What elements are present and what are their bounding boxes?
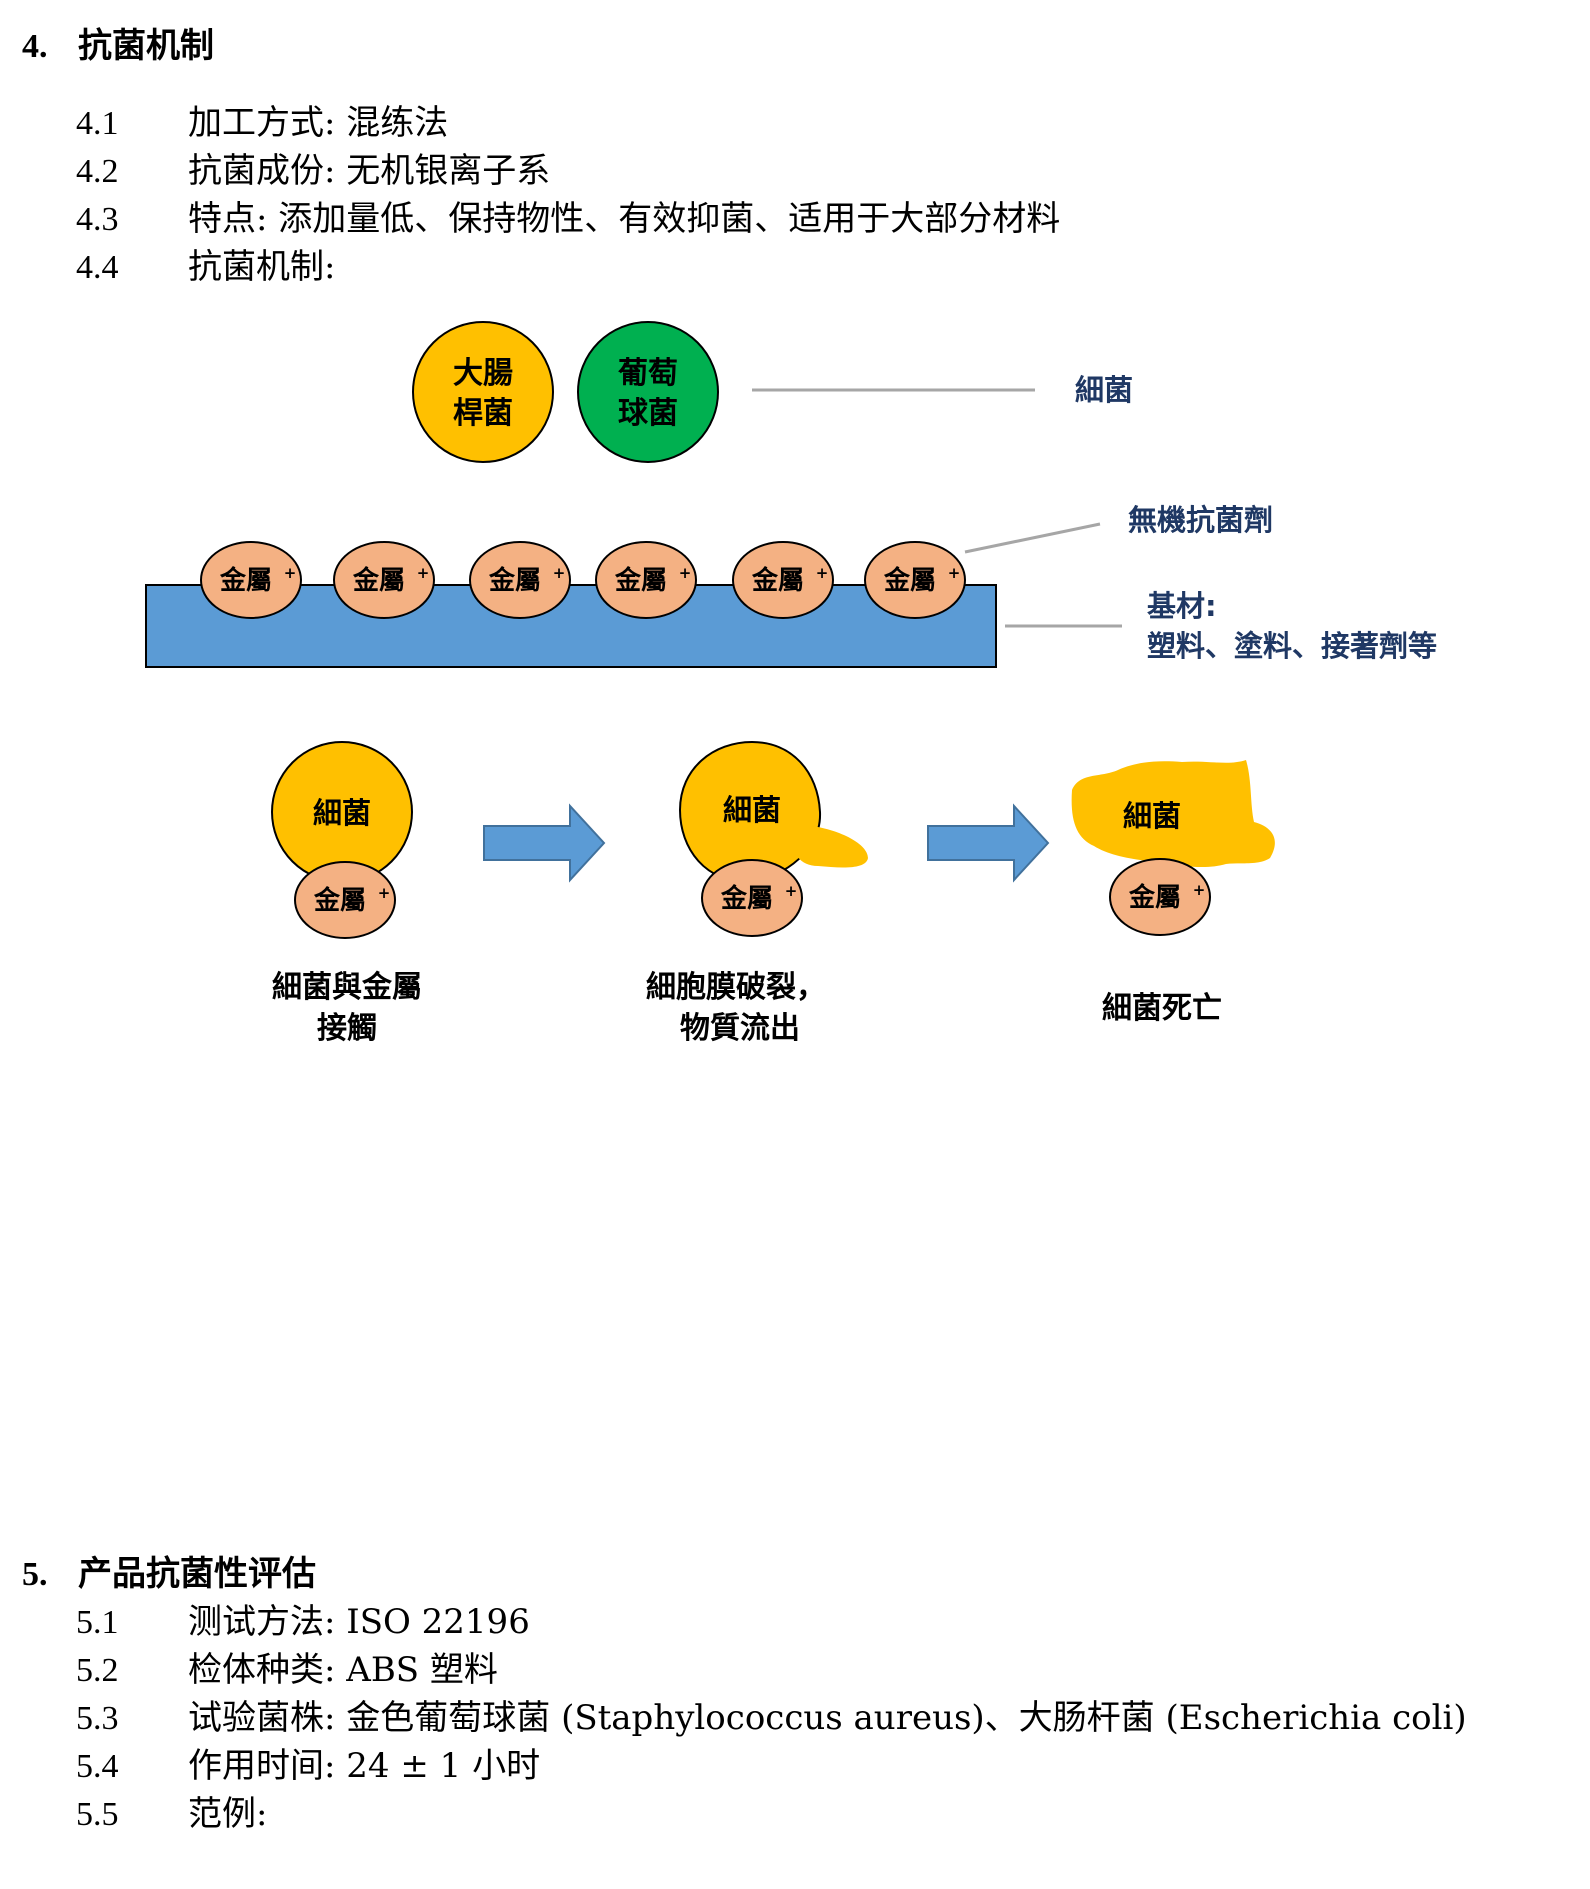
metal-label: 金屬 (720, 883, 773, 914)
item-text: 检体种类: ABS 塑料 (188, 1650, 498, 1690)
arrow-right-icon (927, 803, 1050, 883)
item-text: 范例: (188, 1794, 268, 1834)
agent-callout: 無機抗菌劑 (1128, 503, 1273, 537)
list-item: 4.3 特点: 添加量低、保持物性、有效抑菌、适用于大部分材料 (76, 191, 1060, 240)
item-text: 加工方式: 混练法 (188, 103, 449, 143)
item-number: 4.2 (76, 153, 119, 190)
section-title: 抗菌机制 (78, 26, 214, 66)
item-number: 4.3 (76, 201, 119, 238)
svg-text:金屬: 金屬 (883, 565, 936, 596)
metal-particle: 金屬 + (333, 541, 435, 619)
list-item: 5.3 试验菌株: 金色葡萄球菌 (Staphylococcus aureus)、… (76, 1690, 1467, 1739)
bacteria-callout: 細菌 (1075, 373, 1133, 407)
plus-sign: + (785, 882, 798, 900)
svg-text:金屬: 金屬 (352, 565, 405, 596)
ecoli-circle (412, 321, 554, 463)
metal-particle: 金屬 + (732, 541, 834, 619)
step2-caption-1: 細胞膜破裂， (646, 970, 826, 1005)
metal-particle: 金屬 + (200, 541, 302, 619)
svg-text:+: + (679, 564, 692, 582)
bacterium-label: 細菌 (1123, 799, 1181, 833)
staph-circle (577, 321, 719, 463)
section-number: 4. (22, 28, 48, 65)
item-text: 抗菌机制: (188, 247, 336, 287)
arrow-right-icon (483, 803, 606, 883)
metal-particle: 金屬 + (864, 541, 966, 619)
svg-text:+: + (553, 564, 566, 582)
staph-label-2: 球菌 (618, 396, 678, 431)
item-text: 特点: 添加量低、保持物性、有效抑菌、适用于大部分材料 (188, 199, 1061, 239)
substrate-callout-1: 基材: (1147, 589, 1217, 623)
step2-caption-2: 物質流出 (680, 1011, 800, 1046)
svg-text:+: + (417, 564, 430, 582)
section-number: 5. (22, 1556, 48, 1593)
list-item: 4.2 抗菌成份: 无机银离子系 (76, 143, 550, 192)
ecoli-label-1: 大腸 (453, 356, 513, 391)
item-text: 抗菌成份: 无机银离子系 (188, 151, 551, 191)
item-number: 4.4 (76, 249, 119, 286)
svg-text:金屬: 金屬 (219, 565, 272, 596)
list-item: 5.2 检体种类: ABS 塑料 (76, 1642, 498, 1691)
section-title: 产品抗菌性评估 (78, 1554, 316, 1594)
item-number: 5.4 (76, 1748, 119, 1785)
metal-step3 (1109, 858, 1211, 936)
staph-label-1: 葡萄 (618, 356, 678, 391)
item-text: 作用时间: 24 ± 1 小时 (188, 1746, 541, 1786)
plus-sign: + (1193, 881, 1206, 899)
item-text: 测试方法: ISO 22196 (188, 1602, 530, 1642)
svg-text:+: + (816, 564, 829, 582)
step1-caption-1: 細菌與金屬 (272, 970, 422, 1005)
step3-caption: 細菌死亡 (1102, 991, 1222, 1026)
step1-caption-2: 接觸 (317, 1011, 377, 1046)
item-number: 5.3 (76, 1700, 119, 1737)
metal-step1 (294, 861, 396, 939)
svg-text:+: + (284, 564, 297, 582)
list-item: 4.4 抗菌机制: (76, 239, 335, 288)
ecoli-label-2: 桿菌 (453, 396, 513, 431)
item-number: 5.2 (76, 1652, 119, 1689)
metal-step2 (701, 859, 803, 937)
svg-text:+: + (948, 564, 961, 582)
item-text: 试验菌株: 金色葡萄球菌 (Staphylococcus aureus)、大肠杆… (188, 1698, 1467, 1738)
bacterium-label: 細菌 (313, 796, 371, 830)
item-number: 5.1 (76, 1604, 119, 1641)
metal-particle: 金屬 + (469, 541, 571, 619)
section-5-heading: 5. 产品抗菌性评估 (22, 1546, 316, 1595)
metal-label: 金屬 (1128, 882, 1181, 913)
plus-sign: + (378, 884, 391, 902)
metal-particle: 金屬 + (595, 541, 697, 619)
list-item: 5.4 作用时间: 24 ± 1 小时 (76, 1738, 540, 1787)
item-number: 5.5 (76, 1796, 119, 1833)
list-item: 5.5 范例: (76, 1786, 267, 1835)
antibacterial-mechanism-diagram: 大腸 桿菌 葡萄 球菌 細菌 金屬 + 金屬 + 金屬 + 金屬 + 金屬 + … (145, 321, 1437, 1046)
section-4-heading: 4. 抗菌机制 (22, 18, 214, 67)
dead-bacterium (1071, 760, 1275, 868)
metal-label: 金屬 (313, 885, 366, 916)
svg-text:金屬: 金屬 (488, 565, 541, 596)
item-number: 4.1 (76, 105, 119, 142)
bacterium-label: 細菌 (723, 793, 781, 827)
leaking-content (794, 826, 868, 868)
svg-text:金屬: 金屬 (751, 565, 804, 596)
agent-leader-line (964, 522, 1101, 554)
svg-text:金屬: 金屬 (614, 565, 667, 596)
list-item: 5.1 测试方法: ISO 22196 (76, 1594, 530, 1643)
substrate-callout-2: 塑料、塗料、接著劑等 (1147, 629, 1437, 663)
list-item: 4.1 加工方式: 混练法 (76, 95, 448, 144)
